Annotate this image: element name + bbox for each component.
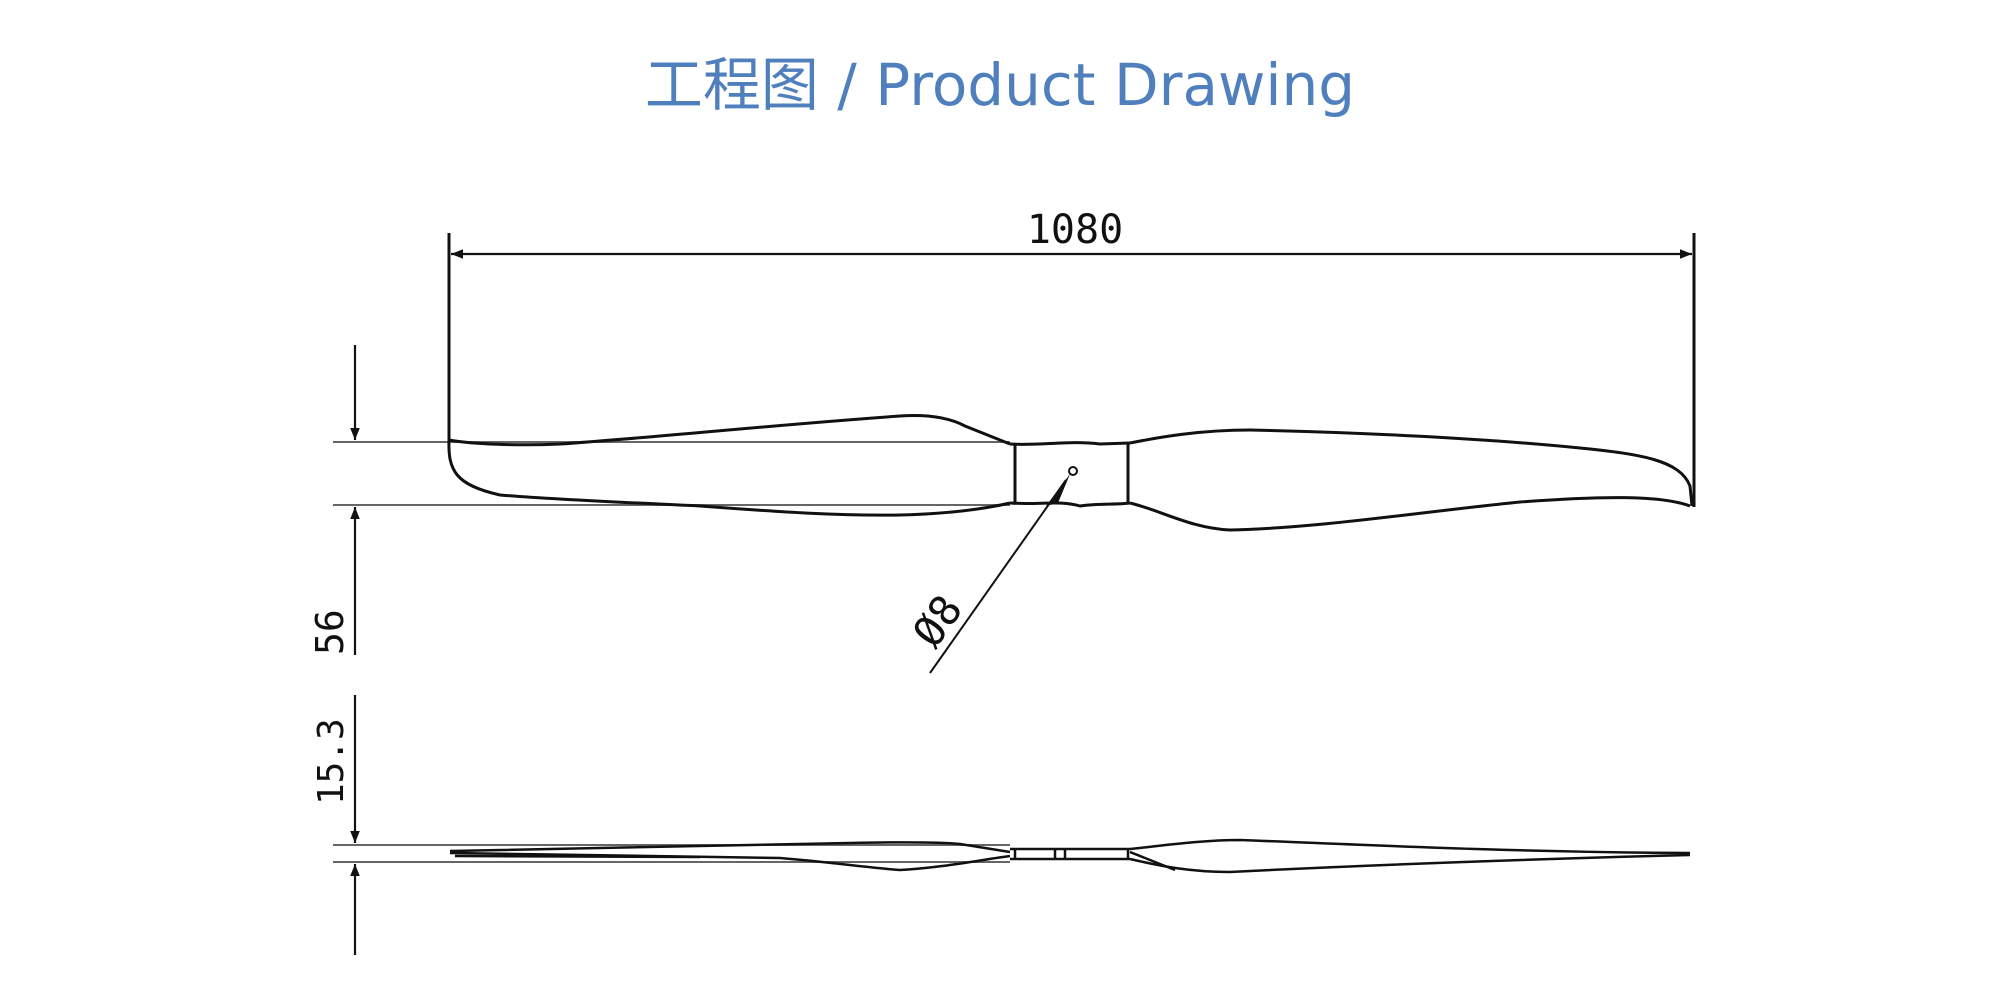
side-view: [449, 838, 1691, 874]
thickness-dimension: 15.3: [311, 695, 1010, 955]
top-view: [447, 414, 1694, 532]
width-label: 56: [308, 609, 352, 655]
thickness-label: 15.3: [311, 718, 352, 805]
hole-callout: Ø8: [903, 466, 1078, 674]
width-dimension: 56: [308, 345, 1010, 655]
length-dimension: 1080: [447, 207, 1696, 507]
svg-text:Ø8: Ø8: [903, 586, 972, 656]
page-title: 工程图 / Product Drawing: [644, 51, 1356, 119]
length-label: 1080: [1027, 207, 1123, 253]
